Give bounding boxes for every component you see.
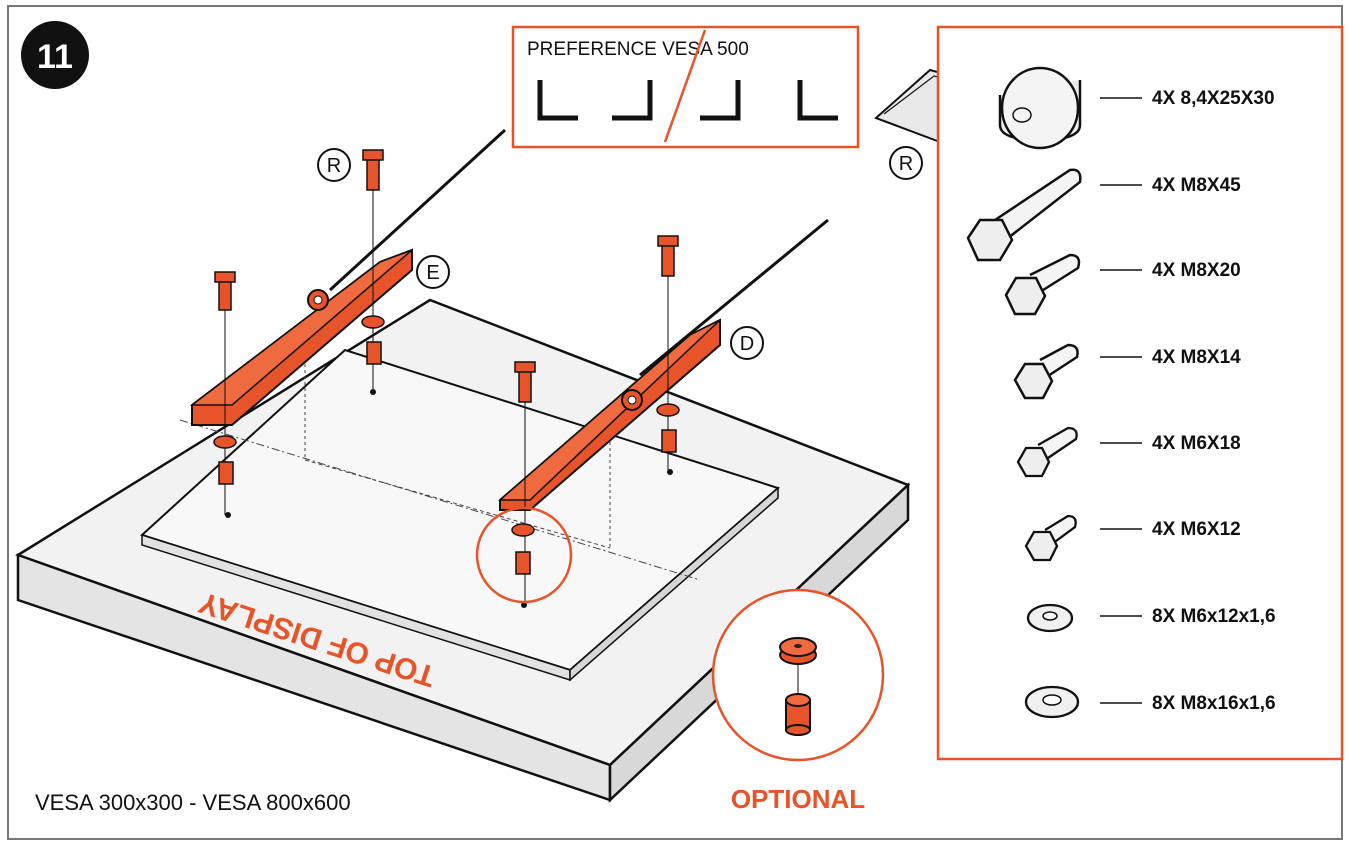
hardware-label: 4X M8X14 <box>1152 347 1241 368</box>
ref-r-label: R <box>899 153 913 175</box>
divider-line <box>663 29 707 143</box>
step-badge: 11 <box>21 21 89 89</box>
vesa-range-label: VESA 300x300 - VESA 800x600 <box>35 790 351 815</box>
hardware-label: 4X 8,4X25X30 <box>1152 88 1275 109</box>
hardware-list: 4X 8,4X25X30 4X M8X45 4X M8X20 4X M8X14 … <box>1100 88 1276 714</box>
optional-highlight <box>475 506 573 604</box>
bracket-corner-icon <box>537 80 578 121</box>
hardware-label: 8X M6x12x1,6 <box>1152 606 1276 627</box>
hardware-label: 4X M8X20 <box>1152 260 1241 281</box>
ref-d-label: D <box>740 333 754 355</box>
bolt-m6x18-icon <box>1016 426 1078 478</box>
preference-title: PREFERENCE VESA 500 <box>527 39 749 60</box>
hardware-panel <box>936 25 1344 761</box>
step-number: 11 <box>37 38 73 76</box>
bolt-left-back <box>361 149 385 395</box>
bracket-corner-icon <box>612 80 653 121</box>
bolt-m8x45-icon <box>966 168 1082 262</box>
ref-d: D <box>730 326 764 360</box>
optional-callout <box>711 588 885 762</box>
ref-e-label: E <box>426 262 439 284</box>
bracket-e <box>189 128 507 426</box>
bolt-right-back <box>656 235 680 475</box>
bracket-d <box>497 218 829 511</box>
hardware-label: 8X M8x16x1,6 <box>1152 693 1276 714</box>
hardware-label: 4X M6X12 <box>1152 519 1241 540</box>
bolt-right-front <box>511 361 536 608</box>
washer-m8-icon <box>1024 685 1080 719</box>
ref-r-bolt: R <box>317 148 351 182</box>
bolt-m8x14-icon <box>1013 343 1079 400</box>
hardware-label: 4X M6X18 <box>1152 433 1241 454</box>
washer-m6-icon <box>1026 603 1074 633</box>
bolt-m8x20-icon <box>1004 253 1081 316</box>
spacer-icon <box>998 66 1082 150</box>
optional-label: OPTIONAL <box>731 784 865 814</box>
bolt-m6x12-icon <box>1024 514 1077 562</box>
ref-r-package: R <box>889 146 923 180</box>
ref-r-label: R <box>327 155 341 177</box>
bracket-corner-icon <box>797 80 838 121</box>
hardware-label: 4X M8X45 <box>1152 175 1241 196</box>
bracket-corner-icon <box>700 80 741 121</box>
ref-e: E <box>416 255 450 289</box>
preference-vesa-box: PREFERENCE VESA 500 <box>511 25 860 149</box>
bolt-left-front <box>213 271 237 518</box>
